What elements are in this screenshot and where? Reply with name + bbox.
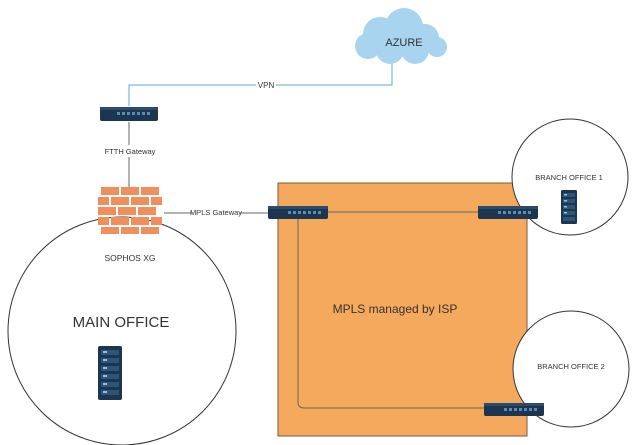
main-office-label: MAIN OFFICE	[73, 314, 170, 331]
firewall-icon	[98, 187, 162, 234]
mpls-gateway-label: MPLS Gateway	[190, 208, 242, 217]
main-office-server-icon	[98, 346, 122, 400]
branch-office-1-circle	[511, 118, 629, 236]
mpls-branch2-link	[297, 218, 484, 409]
firewall-label: SOPHOS XG	[104, 253, 155, 263]
ftth-label-bg	[104, 145, 156, 157]
mpls-main-router-icon	[268, 206, 328, 219]
main-office-circle	[7, 216, 237, 445]
mpls-gateway-label-bg	[192, 206, 240, 218]
branch-office-2-circle	[512, 310, 630, 428]
mpls-area	[277, 182, 528, 437]
vpn-label: VPN	[258, 81, 275, 90]
branch-office-2-label: BRANCH OFFICE 2	[537, 362, 605, 371]
cloud-icon	[355, 8, 447, 64]
mpls-branch2-router-icon	[484, 403, 544, 416]
mpls-branch1-router-icon	[478, 206, 538, 219]
branch-office-1-server-icon	[561, 190, 577, 224]
ftth-router-icon	[100, 107, 158, 121]
vpn-label-bg	[256, 79, 276, 90]
mpls-area-label: MPLS managed by ISP	[333, 302, 458, 316]
branch-office-1-label: BRANCH OFFICE 1	[535, 173, 603, 182]
cloud-label: AZURE	[385, 37, 422, 49]
ftth-label: FTTH Gateway	[105, 147, 156, 156]
